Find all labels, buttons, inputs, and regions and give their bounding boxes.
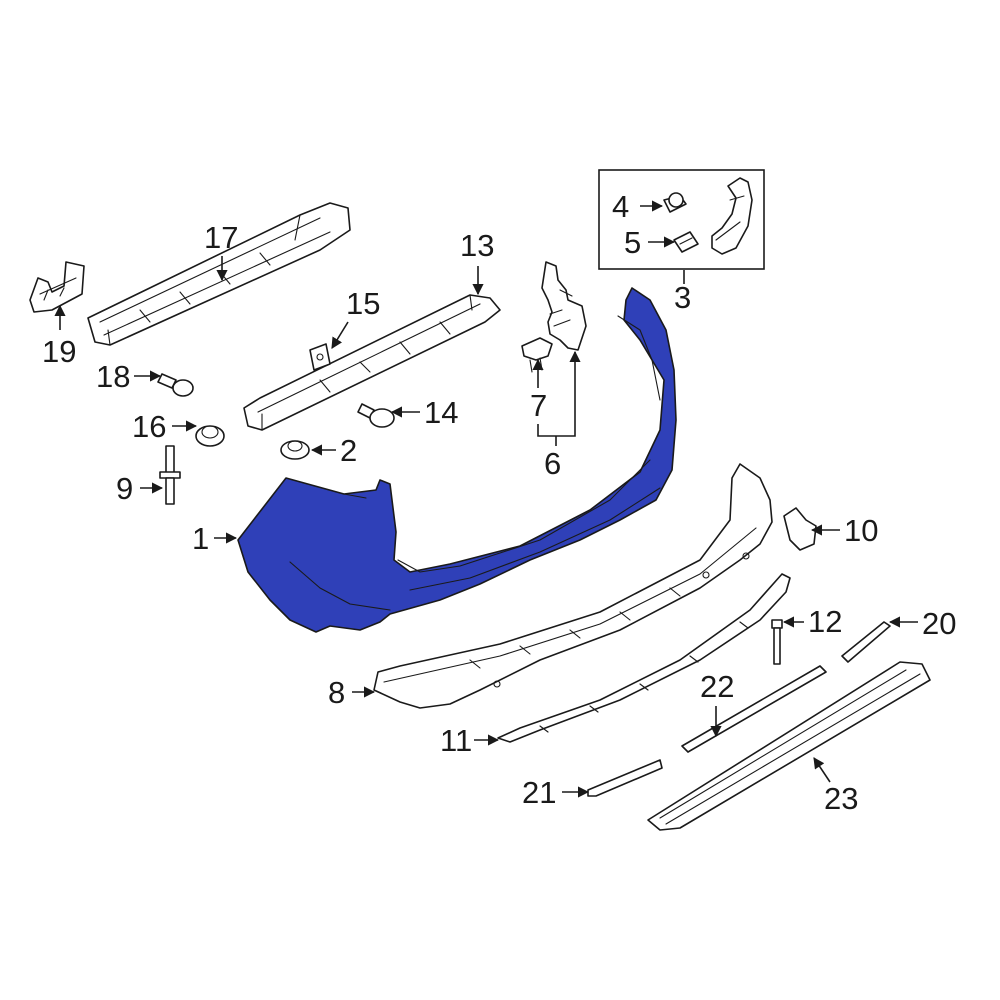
leader-lines xyxy=(54,200,918,798)
callout-labels: 1 2 3 4 5 6 7 8 9 10 11 12 13 14 15 16 1… xyxy=(42,189,956,816)
callout-9: 9 xyxy=(116,471,133,506)
part-1-bumper-cover[interactable] xyxy=(237,287,677,633)
callout-13: 13 xyxy=(460,228,494,263)
part-21-trim-strip[interactable] xyxy=(587,759,663,797)
part-3-group-box xyxy=(598,169,765,270)
part-12-stud[interactable] xyxy=(771,619,783,665)
callout-19: 19 xyxy=(42,334,76,369)
callout-21: 21 xyxy=(522,775,556,810)
callout-10: 10 xyxy=(844,513,878,548)
part-4-screw[interactable] xyxy=(663,192,687,213)
part-20-trim-strip[interactable] xyxy=(841,621,891,663)
part-15-clip[interactable] xyxy=(309,343,331,371)
callout-5: 5 xyxy=(624,225,641,260)
part-18-bolt[interactable] xyxy=(157,373,194,397)
part-5-clip[interactable] xyxy=(673,231,699,253)
callout-16: 16 xyxy=(132,409,166,444)
callout-2: 2 xyxy=(340,433,357,468)
callout-14: 14 xyxy=(424,395,458,430)
callout-3: 3 xyxy=(674,280,691,315)
callout-23: 23 xyxy=(824,781,858,816)
callout-20: 20 xyxy=(922,606,956,641)
callout-7: 7 xyxy=(530,388,547,423)
part-2-push-pin[interactable] xyxy=(280,440,310,460)
part-3-side-bracket[interactable] xyxy=(711,177,753,255)
callout-1: 1 xyxy=(192,521,209,556)
part-8-lower-valance[interactable] xyxy=(373,463,773,709)
part-23-step-pad[interactable] xyxy=(647,661,931,831)
part-9-stud[interactable] xyxy=(159,445,181,505)
callout-11: 11 xyxy=(440,723,472,758)
callout-15: 15 xyxy=(346,286,380,321)
callout-22: 22 xyxy=(700,669,734,704)
callout-18: 18 xyxy=(96,359,130,394)
part-19-bracket[interactable] xyxy=(29,261,85,313)
callout-6: 6 xyxy=(544,446,561,481)
callout-12: 12 xyxy=(808,604,842,639)
part-11-skid-plate[interactable] xyxy=(497,573,791,743)
part-6-side-bracket[interactable] xyxy=(541,261,587,351)
callout-8: 8 xyxy=(328,675,345,710)
part-10-end-bracket[interactable] xyxy=(783,507,817,551)
part-16-nut[interactable] xyxy=(195,425,225,447)
part-7-push-pin[interactable] xyxy=(521,337,553,373)
callout-4: 4 xyxy=(612,189,629,224)
part-14-bolt[interactable] xyxy=(357,403,395,428)
callout-17: 17 xyxy=(204,220,238,255)
